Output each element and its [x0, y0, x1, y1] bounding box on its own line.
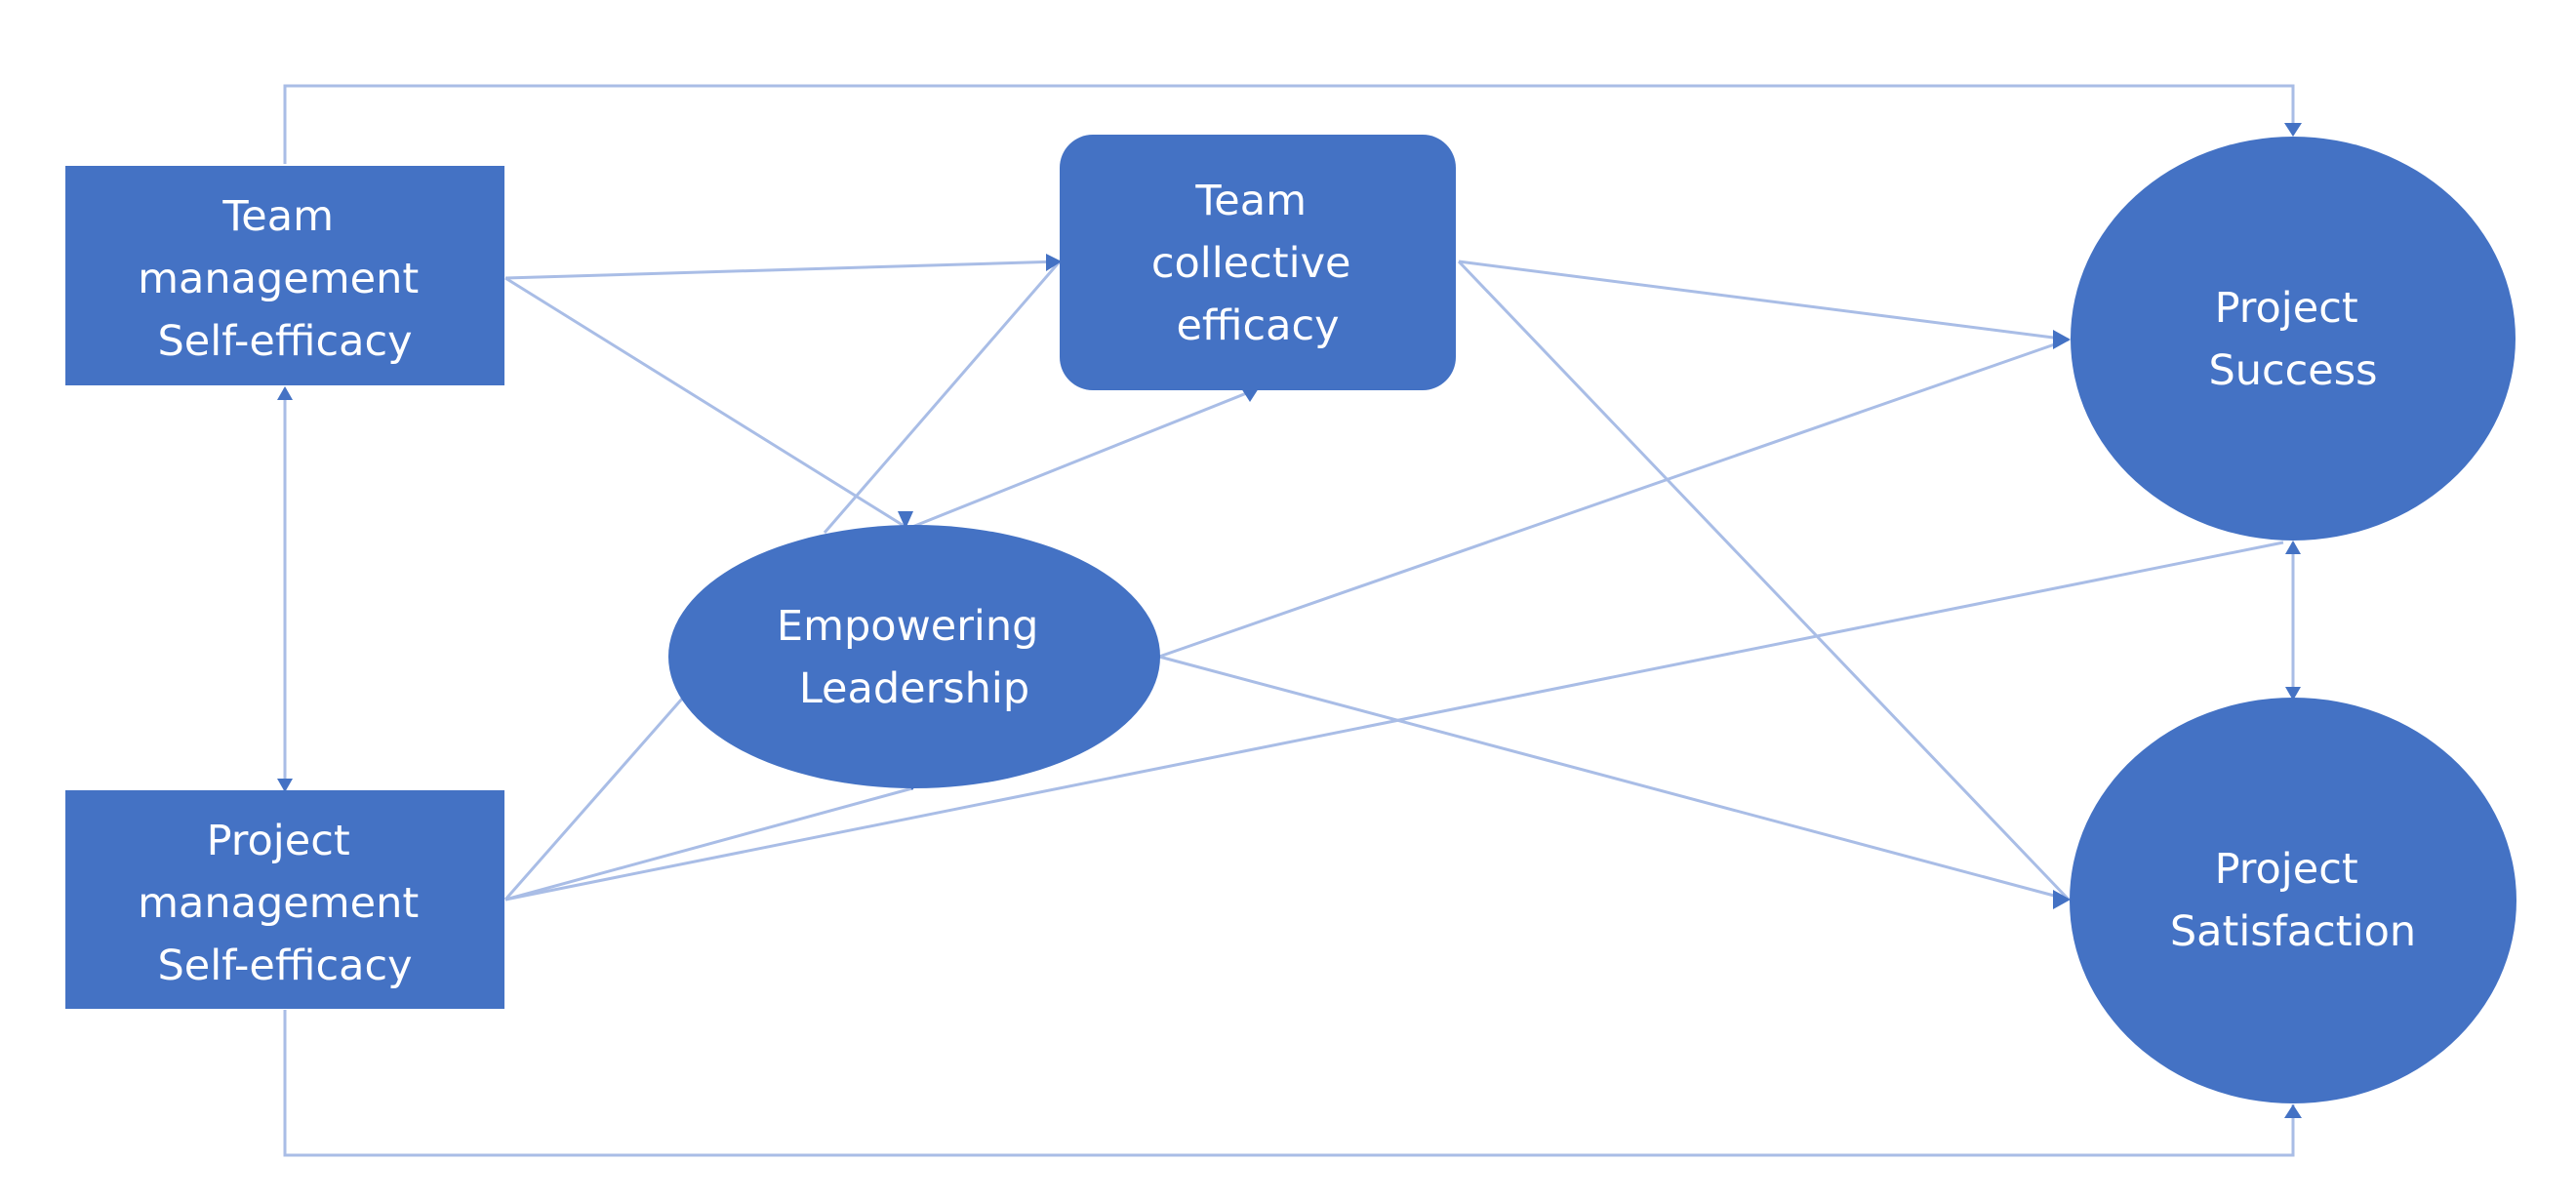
empowering-leadership-label: Empowering Leadership: [777, 602, 1052, 713]
tm-to-tc-connector: [504, 260, 1061, 280]
frame-top-connector: [283, 84, 2295, 164]
arrowhead-satisfaction-bottom: [2284, 1104, 2302, 1118]
arrowhead-el-top: [898, 511, 913, 529]
arrowhead-tc-bottom: [1241, 388, 1259, 402]
el-to-satisfaction-connector: [1158, 655, 2070, 902]
project-success-ellipse: [2071, 137, 2516, 541]
project-success-label: Project Success: [2208, 284, 2377, 395]
project-management-label: Project management Self-efficacy: [138, 817, 432, 990]
frame-bottom-connector: [283, 1010, 2295, 1157]
team-management-box: [65, 166, 504, 385]
el-to-tc-right-connector: [911, 388, 1255, 529]
arrowhead-success-top: [2284, 123, 2302, 137]
arrowhead-pm-top: [277, 779, 293, 792]
tc-to-success-connector: [1458, 260, 2070, 341]
el-to-success-connector: [1158, 338, 2070, 659]
node-team-management: Team management Self-efficacy: [65, 166, 504, 385]
arrowhead-satisfaction-left: [2053, 890, 2071, 909]
node-project-management: Project management Self-efficacy: [65, 790, 504, 1009]
pm-to-el-bottom-connector: [504, 786, 913, 902]
empowering-leadership-ellipse: [668, 525, 1160, 788]
arrowhead-success-left: [2053, 330, 2071, 349]
arrowhead-tc-left: [1046, 254, 1062, 271]
node-empowering-leadership: Empowering Leadership: [668, 525, 1160, 788]
project-satisfaction-label: Project Satisfaction: [2170, 845, 2416, 956]
el-to-tc-left-connector: [823, 260, 1062, 534]
node-project-satisfaction: Project Satisfaction: [2070, 698, 2516, 1103]
project-satisfaction-ellipse: [2070, 698, 2516, 1103]
connectors: [283, 84, 2295, 1157]
arrowhead-tm-bottom: [277, 386, 293, 400]
tm-to-el-connector: [504, 276, 906, 529]
node-team-collective-efficacy: Team collective efficacy: [1060, 135, 1456, 390]
project-management-box: [65, 790, 504, 1009]
team-collective-efficacy-box: [1060, 135, 1456, 390]
tc-to-satisfaction-connector: [1457, 260, 2071, 902]
arrowhead-satisfaction-top: [2285, 687, 2301, 701]
team-management-label: Team management Self-efficacy: [138, 192, 432, 366]
node-project-success: Project Success: [2071, 137, 2516, 541]
pm-to-el-connector: [503, 697, 685, 901]
arrowhead-success-bottom: [2285, 541, 2301, 554]
pm-to-success-connector: [504, 541, 2284, 902]
team-collective-efficacy-label: Team collective efficacy: [1151, 177, 1364, 350]
